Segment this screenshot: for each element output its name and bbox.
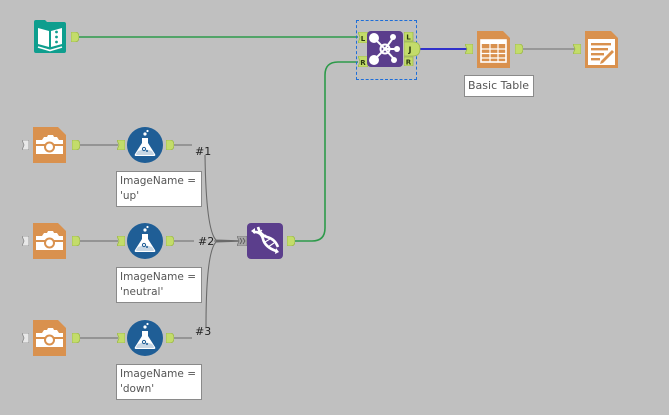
connection-filter3-to-union[interactable] [174,240,247,339]
image-tool-2[interactable] [33,223,66,259]
basic-table-input-anchor[interactable] [465,44,473,54]
report-render-icon [585,31,618,68]
image-tool-1[interactable] [33,127,66,163]
basic-table-output-anchor[interactable] [515,44,523,54]
union-tool[interactable] [247,223,283,259]
flask-icon [127,223,163,259]
join-network-icon [367,31,403,67]
connection-label-2: #2 [198,235,215,248]
filter-1-output-anchor[interactable] [166,140,174,150]
camera-icon [33,127,66,163]
connection-filter1-to-union[interactable] [174,144,247,242]
union-output-anchor[interactable] [287,236,295,246]
flask-icon [127,127,163,163]
filter-2-annotation[interactable]: ImageName = 'neutral' [116,267,202,303]
connection-union-to-join-right[interactable] [294,61,358,242]
image-input-1-input-anchor[interactable] [22,140,29,150]
camera-icon [33,223,66,259]
connection-label-1: #1 [195,145,212,158]
camera-icon [33,320,66,356]
image-tool-3[interactable] [33,320,66,356]
join-tool[interactable] [367,31,403,67]
basic-table-annotation-text: Basic Table [468,79,530,92]
filter-tool-1[interactable] [127,127,163,163]
filter-2-output-anchor[interactable] [166,236,174,246]
text-input-tool[interactable] [32,19,68,55]
filter-1-annotation-line1: ImageName = [120,175,196,187]
filter-3-annotation[interactable]: ImageName = 'down' [116,364,202,400]
connection-label-3: #3 [195,325,212,338]
svg-text:L: L [406,34,411,42]
filter-tool-3[interactable] [127,320,163,356]
filter-1-input-anchor[interactable] [117,140,125,150]
image-input-3-output-anchor[interactable] [72,333,80,343]
image-input-3-input-anchor[interactable] [22,333,29,343]
image-input-2-output-anchor[interactable] [72,236,80,246]
join-input-right-anchor[interactable]: R [358,56,368,67]
filter-2-annotation-line1: ImageName = [120,271,196,283]
image-input-2-input-anchor[interactable] [22,236,29,246]
filter-2-input-anchor[interactable] [117,236,125,246]
svg-text:R: R [406,59,412,67]
table-icon [477,31,510,68]
union-input-anchor[interactable] [237,236,247,246]
basic-table-annotation[interactable]: Basic Table [464,75,534,97]
book-icon [34,20,66,53]
filter-3-annotation-line2: 'down' [120,383,155,395]
dna-icon [247,223,283,259]
join-input-left-anchor[interactable]: L [358,32,368,43]
text-input-output-anchor[interactable] [71,32,79,42]
flask-icon [127,320,163,356]
render-input-anchor[interactable] [573,44,581,54]
filter-3-annotation-line1: ImageName = [120,368,196,380]
basic-table-tool[interactable] [477,31,510,68]
filter-3-input-anchor[interactable] [117,333,125,343]
render-tool[interactable] [585,31,618,68]
filter-3-output-anchor[interactable] [166,333,174,343]
filter-1-annotation[interactable]: ImageName = 'up' [116,171,202,207]
svg-text:R: R [360,59,366,67]
filter-tool-2[interactable] [127,223,163,259]
filter-1-annotation-line2: 'up' [120,190,140,202]
image-input-1-output-anchor[interactable] [72,140,80,150]
filter-2-annotation-line2: 'neutral' [120,286,164,298]
svg-text:J: J [408,46,412,55]
svg-text:L: L [361,35,366,43]
join-output-anchors[interactable]: L J R [404,32,422,66]
